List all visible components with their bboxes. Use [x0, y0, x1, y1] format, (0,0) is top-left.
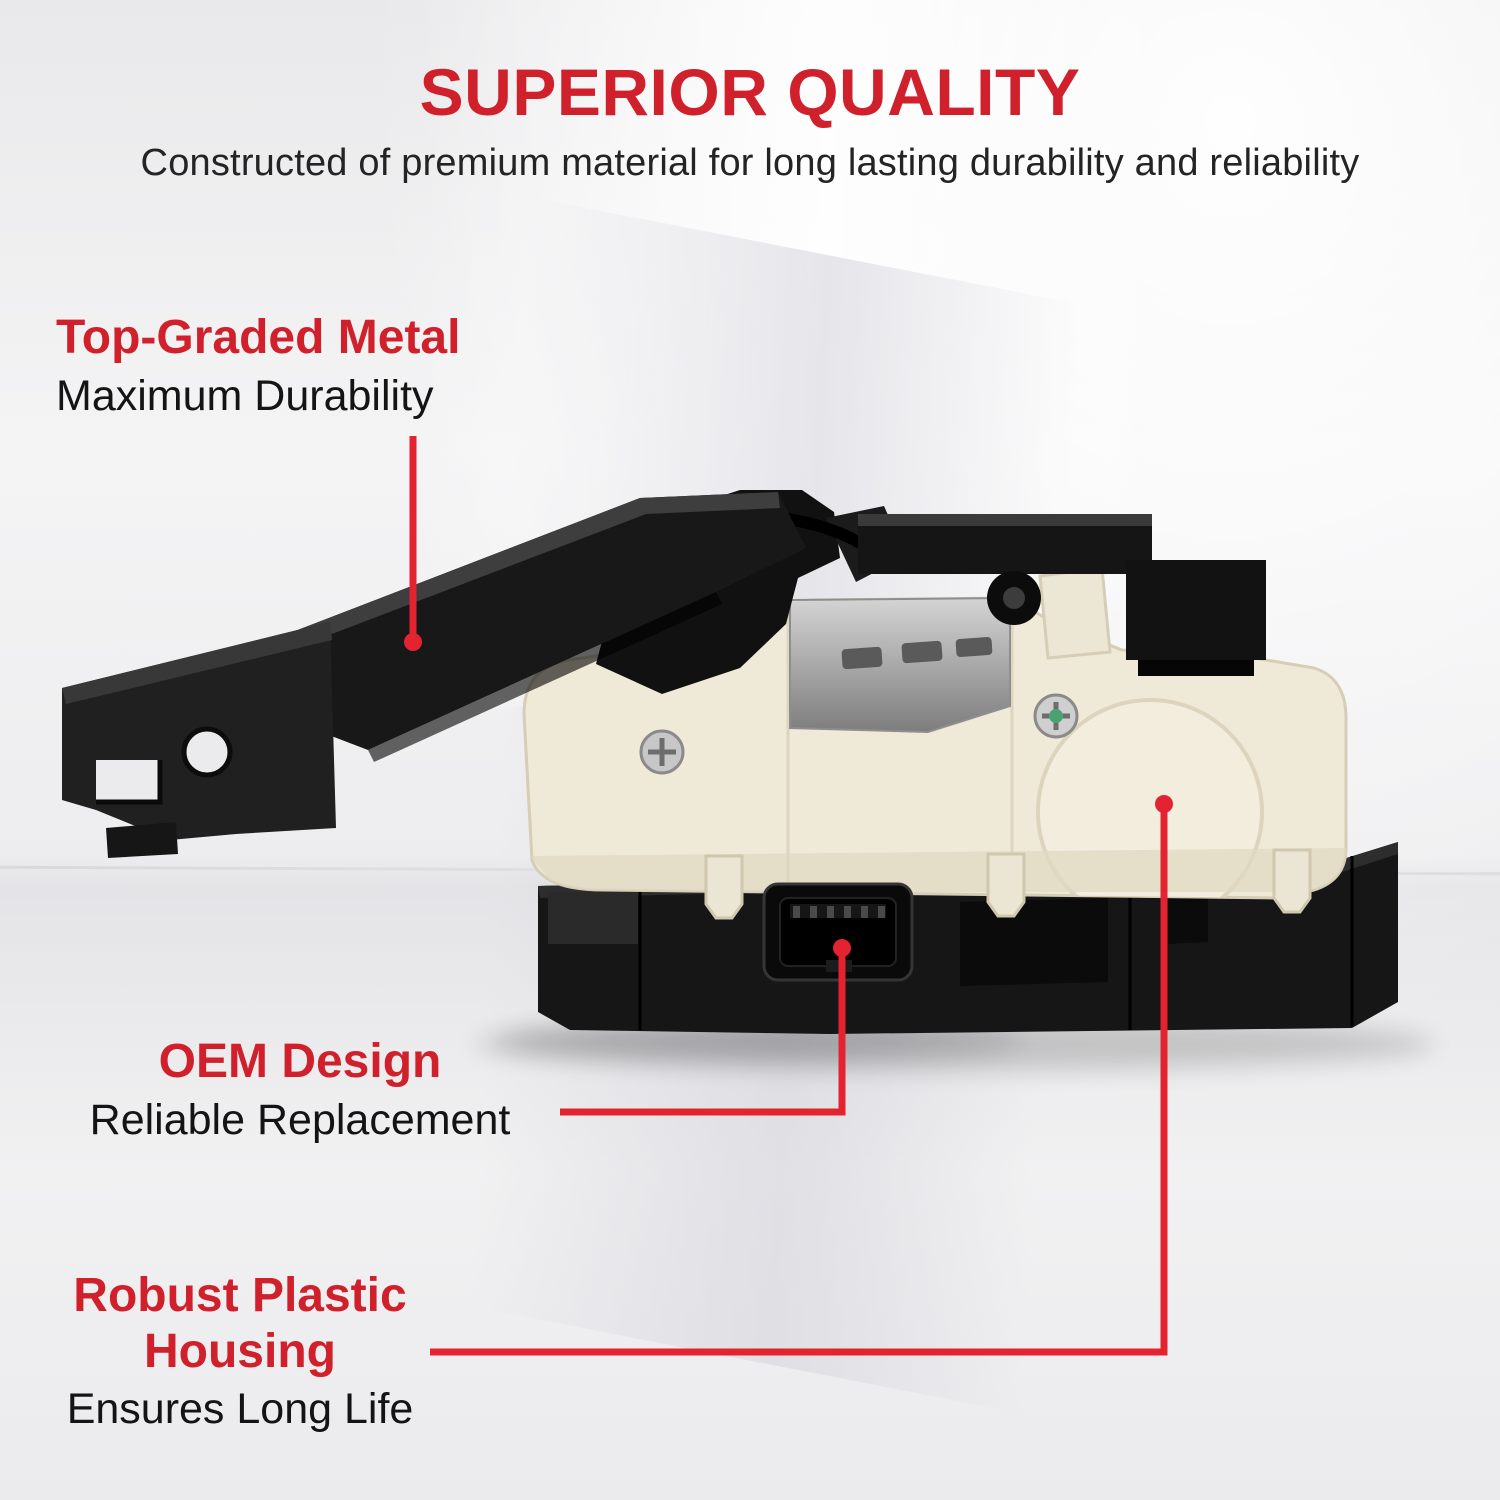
- bracket-notch: [96, 760, 160, 802]
- bracket-bolt-hole: [184, 729, 230, 775]
- housing-top-tab: [1038, 566, 1112, 660]
- page-subtitle: Constructed of premium material for long…: [140, 142, 1360, 184]
- wire-connector: [762, 882, 914, 982]
- housing-clip: [986, 852, 1026, 918]
- phillips-screw: [639, 729, 685, 775]
- phillips-screw: [1033, 693, 1079, 739]
- callout-title: Top-Graded Metal: [56, 311, 461, 364]
- callout-title: Robust Plastic Housing: [73, 1269, 407, 1378]
- callout-dot-oem: [833, 939, 851, 957]
- latch-metal-plate: [789, 596, 1011, 734]
- callout-dot-housing: [1155, 795, 1173, 813]
- callout-description: Reliable Replacement: [89, 1095, 511, 1144]
- callout-robust-plastic-housing: Robust Plastic Housing Ensures Long Life: [40, 1268, 440, 1435]
- housing-clip: [1272, 848, 1312, 914]
- callout-line-housing: [430, 808, 1168, 1356]
- callout-dot-metal: [404, 633, 422, 651]
- callout-oem-design: OEM Design Reliable Replacement: [40, 1034, 560, 1145]
- callout-line-oem: [560, 952, 846, 1116]
- callout-description: Ensures Long Life: [66, 1385, 414, 1434]
- housing-clip: [704, 854, 744, 920]
- page-title: SUPERIOR QUALITY: [419, 55, 1081, 129]
- callout-title: OEM Design: [158, 1035, 442, 1088]
- callout-top-graded-metal: Top-Graded Metal Maximum Durability: [56, 310, 460, 421]
- callout-lines: [404, 436, 1173, 1356]
- metal-bracket: [62, 492, 806, 858]
- callout-description: Maximum Durability: [56, 371, 434, 420]
